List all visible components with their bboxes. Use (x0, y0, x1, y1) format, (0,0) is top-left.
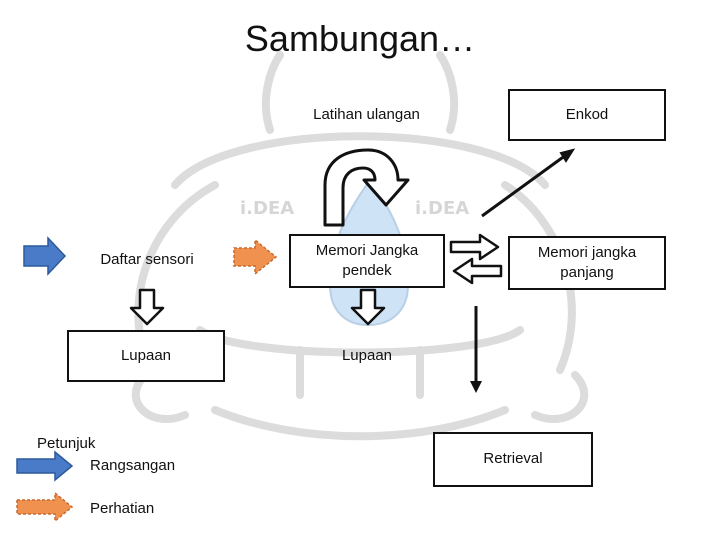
attention-arrow (233, 238, 278, 276)
diagonal-arrow-to-enkod (481, 148, 576, 218)
down-arrow-sensori (129, 288, 165, 326)
left-arrow-ltm-to-stm (452, 257, 503, 285)
rehearsal-loop-arrow (323, 148, 410, 227)
legend-stimulus-label: Rangsangan (90, 457, 176, 474)
watermark-left: i.DEA (240, 198, 294, 219)
legend-attention-label: Perhatian (90, 500, 155, 517)
watermark-right: i.DEA (415, 198, 469, 219)
down-arrow-stm (350, 288, 386, 326)
box-lupaan-2: Lupaan (341, 346, 393, 364)
box-memori-jangka-pendek: Memori Jangka pendek (289, 234, 445, 288)
page-title: Sambungan… (244, 18, 476, 59)
right-arrow-stm-to-ltm (449, 233, 500, 261)
box-latihan-ulangan: Latihan ulangan (313, 105, 420, 123)
box-enkod: Enkod (508, 89, 666, 141)
box-lupaan-1: Lupaan (67, 330, 225, 382)
legend-heading: Petunjuk (37, 435, 96, 452)
box-daftar-sensori: Daftar sensori (100, 250, 194, 268)
stimulus-arrow (23, 236, 67, 276)
legend-attention-arrow (16, 491, 74, 523)
box-memori-jangka-panjang: Memori jangka panjang (508, 236, 666, 290)
box-retrieval: Retrieval (433, 432, 593, 487)
legend-stimulus-arrow (16, 450, 74, 482)
down-arrow-to-retrieval (470, 306, 482, 393)
